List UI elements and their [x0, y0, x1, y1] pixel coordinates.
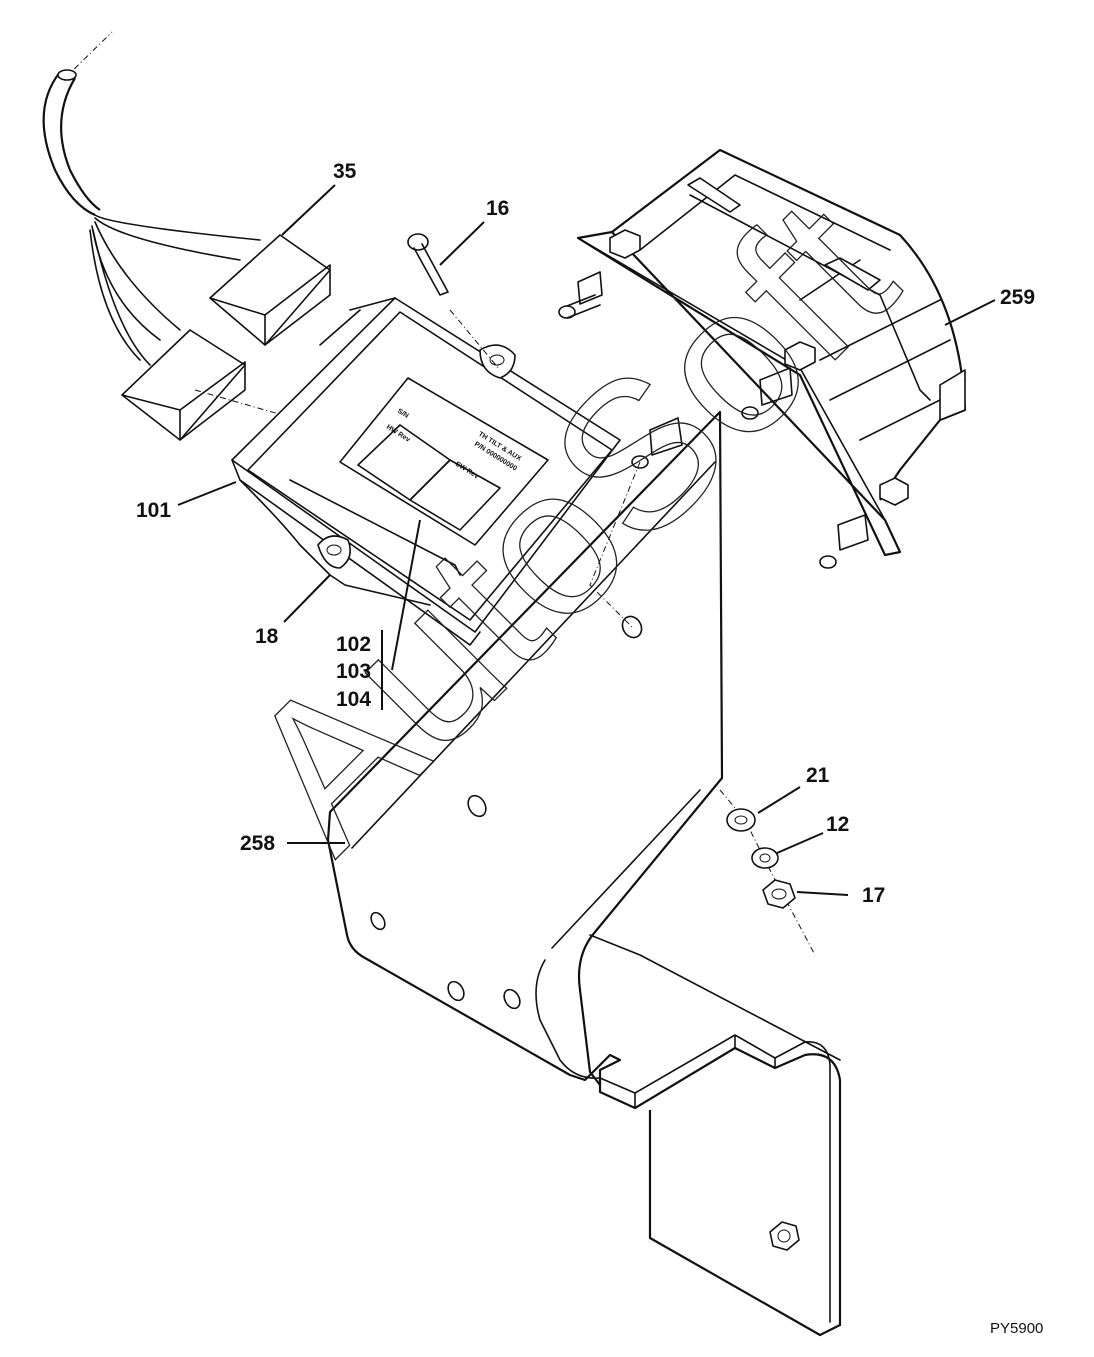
bracket-258 — [326, 410, 842, 1337]
bracket-hole — [503, 988, 521, 1010]
callout-35: 35 — [333, 160, 357, 183]
bracket-hole — [370, 911, 386, 931]
callout-18: 18 — [255, 625, 279, 648]
connector-2 — [121, 329, 246, 441]
stud-nut — [558, 229, 641, 319]
callout-103: 103 — [336, 660, 371, 683]
callout-leaders — [177, 184, 996, 896]
solenoid-assembly-259 — [558, 148, 967, 569]
figure-id: PY5900 — [990, 1320, 1043, 1337]
callout-258: 258 — [240, 832, 275, 855]
control-module-101: S/N HW Rev TH TILT & AUX P/N 000000000 S… — [231, 297, 621, 646]
stud-nut — [819, 477, 909, 569]
wire-harness — [42, 31, 261, 366]
callout-21: 21 — [806, 764, 830, 787]
screw-16 — [407, 233, 501, 371]
stud-nut — [741, 341, 816, 420]
callout-104: 104 — [336, 688, 371, 711]
washer-21 — [726, 808, 756, 832]
nut-17 — [762, 879, 796, 909]
callout-101: 101 — [136, 499, 171, 522]
bottom-nut — [769, 1221, 800, 1251]
callout-16: 16 — [486, 197, 509, 220]
callout-12: 12 — [826, 813, 849, 836]
callout-259: 259 — [1000, 286, 1035, 309]
callout-102: 102 — [336, 633, 371, 656]
lock-washer-12 — [751, 847, 779, 869]
connector-35 — [209, 234, 331, 346]
bracket-hole — [621, 615, 643, 639]
bracket-hole — [467, 794, 487, 818]
bracket-hole — [447, 980, 465, 1002]
callout-17: 17 — [862, 884, 885, 907]
